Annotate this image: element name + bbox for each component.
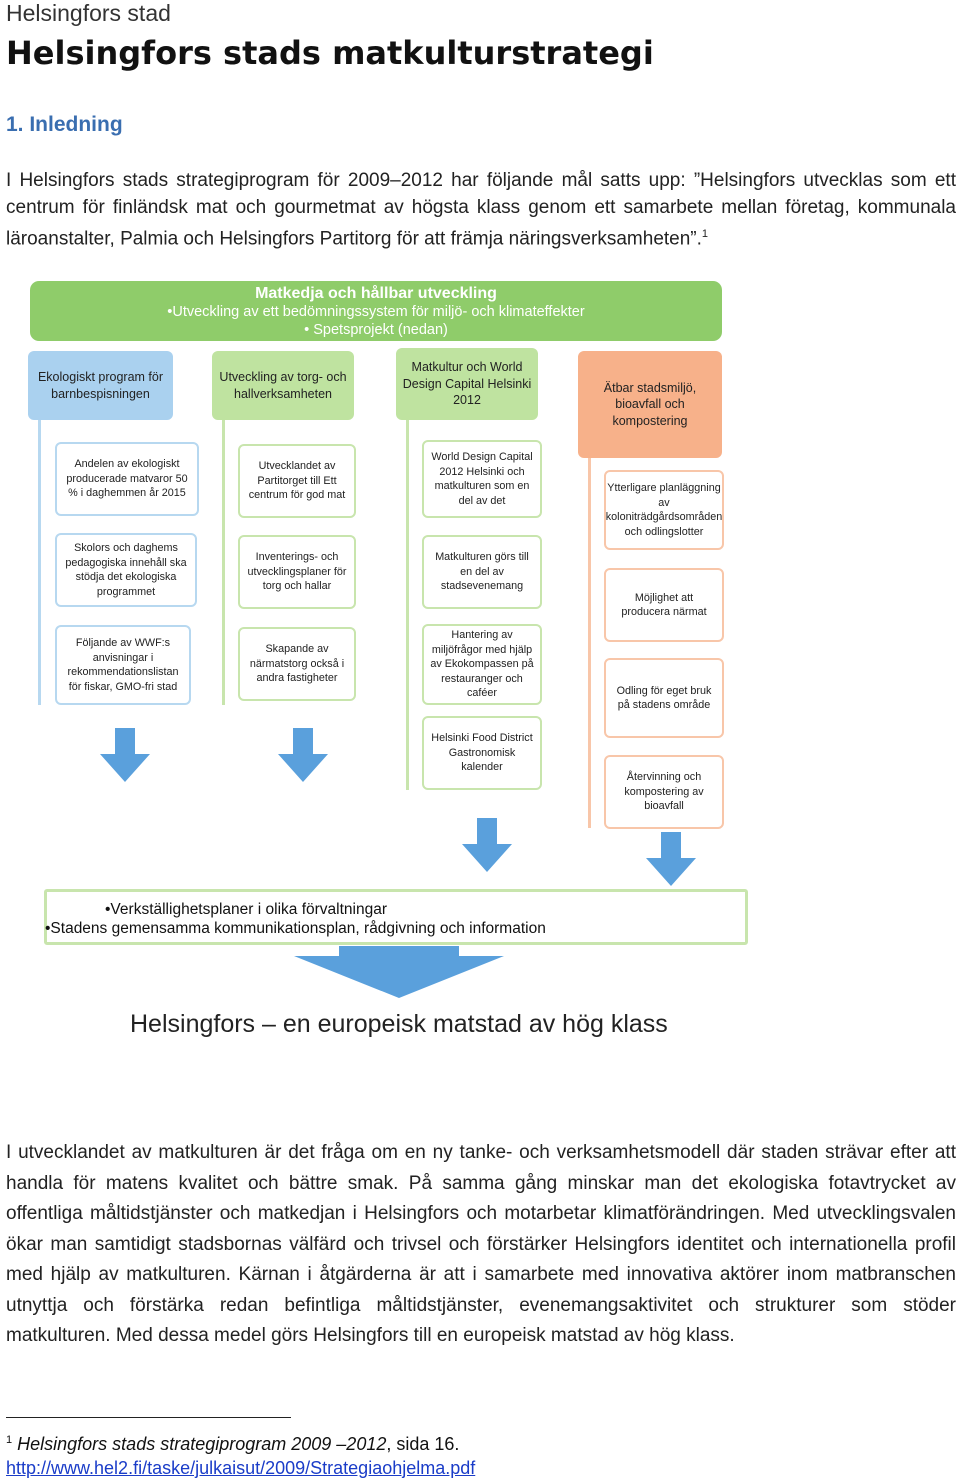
world-design-item-3: Hantering av miljöfrågor med hjälp av Ek… (422, 624, 542, 705)
connector-line (222, 420, 225, 705)
edible-city-item-3: Odling för eget bruk på stadens område (604, 658, 724, 738)
intro-text: I Helsingfors stads strategiprogram för … (6, 170, 956, 250)
connector-line (406, 420, 409, 790)
down-arrow-icon (646, 832, 696, 886)
column-header-world-design: Matkultur och World Design Capital Helsi… (396, 348, 538, 420)
world-design-item-2: Matkulturen görs till en del av stadseve… (422, 535, 542, 609)
organization-name: Helsingfors stad (6, 0, 171, 26)
implementation-line-1: •Verkställighetsplaner i olika förvaltni… (105, 901, 387, 918)
diagram-tagline: Helsingfors – en europeisk matstad av hö… (130, 1010, 668, 1038)
body-paragraph: I utvecklandet av matkulturen är det frå… (6, 1142, 956, 1346)
ecological-item-2: Skolors och daghems pedagogiska innehåll… (55, 533, 197, 607)
footnote-divider (6, 1417, 291, 1418)
markets-item-1: Utvecklandet av Partitorget till Ett cen… (238, 444, 356, 518)
footnote: 1 Helsingfors stads strategiprogram 2009… (6, 1428, 475, 1480)
implementation-line-2: •Stadens gemensamma kommunikationsplan, … (45, 920, 546, 937)
section-heading: 1. Inledning (6, 113, 123, 136)
diagram-banner: Matkedja och hållbar utveckling •Utveckl… (30, 281, 722, 341)
edible-city-item-1: Ytterligare planläggning av koloniträdgå… (604, 470, 724, 550)
column-header-ecological: Ekologiskt program för barnbespisningen (28, 351, 173, 420)
edible-city-item-2: Möjlighet att producera närmat (604, 568, 724, 642)
ecological-item-3: Följande av WWF:s anvisningar i rekommen… (55, 625, 191, 705)
edible-city-item-4: Återvinning och kompostering av bioavfal… (604, 755, 724, 829)
markets-item-2: Inventerings- och utvecklingsplaner för … (238, 535, 356, 609)
column-header-markets: Utveckling av torg- och hallverksamheten (212, 351, 354, 420)
footnote-reference[interactable]: 1 (701, 228, 709, 240)
connector-line (588, 458, 591, 828)
intro-paragraph: I Helsingfors stads strategiprogram för … (6, 168, 956, 253)
footnote-link[interactable]: http://www.hel2.fi/taske/julkaisut/2009/… (6, 1458, 476, 1478)
down-arrow-icon (278, 728, 328, 782)
world-design-item-4: Helsinki Food District Gastronomisk kale… (422, 716, 542, 790)
implementation-bar: •Verkställighetsplaner i olika förvaltni… (44, 889, 748, 945)
footnote-number: 1 (6, 1434, 13, 1446)
down-arrow-icon (100, 728, 150, 782)
document-title: Helsingfors stads matkulturstrategi (6, 34, 654, 72)
wide-down-arrow-icon (294, 946, 504, 998)
down-arrow-icon (462, 818, 512, 872)
world-design-item-1: World Design Capital 2012 Helsinki och m… (422, 440, 542, 518)
footnote-source: Helsingfors stads strategiprogram 2009 –… (17, 1434, 387, 1454)
column-header-edible-city: Ätbar stadsmiljö, bioavfall och komposte… (578, 351, 722, 458)
banner-line-2: • Spetsprojekt (nedan) (304, 322, 448, 338)
footnote-page: , sida 16. (386, 1434, 460, 1454)
banner-title: Matkedja och hållbar utveckling (255, 285, 497, 302)
ecological-item-1: Andelen av ekologiskt producerade matvar… (55, 442, 199, 516)
banner-line-1: •Utveckling av ett bedömningssystem för … (167, 304, 585, 320)
connector-line (38, 420, 41, 705)
markets-item-3: Skapande av närmatstorg också i andra fa… (238, 627, 356, 701)
